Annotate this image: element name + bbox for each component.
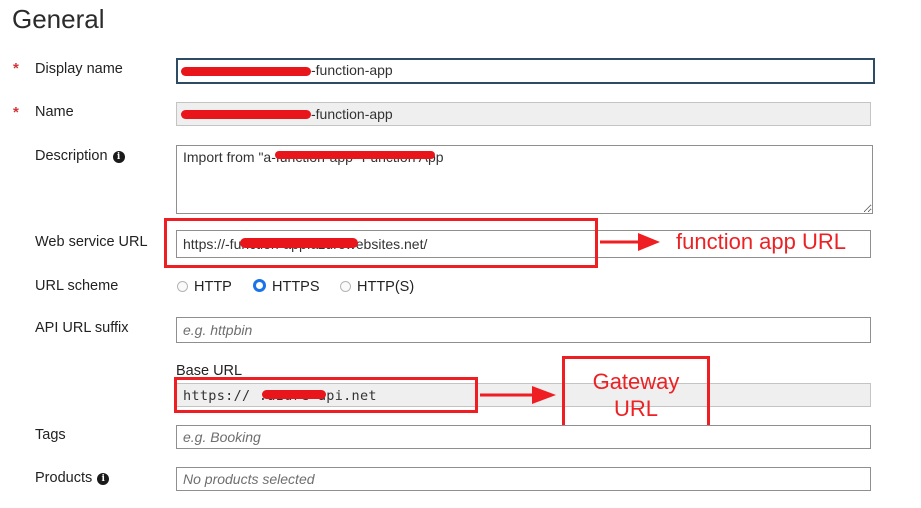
tags-placeholder: e.g. Booking — [183, 429, 261, 445]
products-label-text: Products — [35, 470, 93, 486]
radio-circle — [340, 281, 351, 292]
base-url-label: Base URL — [176, 363, 243, 379]
radio-http[interactable]: HTTP — [177, 279, 232, 295]
api-url-suffix-input[interactable]: e.g. httpbin — [176, 317, 871, 343]
name-value: -function-app — [311, 106, 393, 122]
redaction-mark — [262, 390, 326, 399]
info-icon[interactable]: i — [112, 151, 125, 163]
redaction-mark — [181, 67, 311, 76]
radio-http-s[interactable]: HTTP(S) — [340, 279, 414, 295]
api-url-suffix-placeholder: e.g. httpbin — [183, 322, 253, 338]
radio-http-label: HTTP — [194, 279, 232, 295]
display-name-label: Display name — [35, 61, 123, 77]
url-scheme-label: URL scheme — [35, 278, 119, 294]
radio-https[interactable]: HTTPS — [253, 279, 320, 295]
gateway-url-annotation: Gateway URL — [562, 368, 710, 422]
arrow-icon — [480, 386, 556, 404]
info-icon[interactable]: i — [97, 473, 110, 485]
web-service-url-label: Web service URL — [35, 234, 148, 250]
products-label: Products i — [35, 470, 110, 486]
gateway-url-annotation-line1: Gateway — [592, 369, 680, 394]
description-textarea[interactable] — [176, 145, 873, 214]
function-app-url-highlight-box — [164, 218, 598, 268]
radio-circle — [177, 281, 188, 292]
radio-http-s-label: HTTP(S) — [357, 279, 415, 295]
base-url-highlight-box — [174, 377, 478, 413]
description-label: Description i — [35, 148, 125, 164]
name-label: Name — [35, 104, 74, 120]
products-placeholder: No products selected — [183, 471, 315, 487]
products-input[interactable]: No products selected — [176, 467, 871, 491]
redaction-mark — [240, 238, 358, 248]
display-name-value: -function-app — [311, 62, 393, 78]
arrow-icon — [600, 233, 660, 251]
required-marker: * — [13, 60, 19, 77]
web-service-url-input[interactable]: https://-function-app.azurewebsites.net/ — [176, 230, 871, 258]
tags-label: Tags — [35, 427, 66, 443]
gateway-url-annotation-line2: URL — [613, 396, 658, 421]
description-label-text: Description — [35, 148, 108, 164]
page-title: General — [12, 4, 105, 34]
redaction-mark — [275, 151, 435, 159]
required-marker: * — [13, 104, 19, 121]
function-app-url-annotation: function app URL — [676, 229, 846, 254]
radio-circle-selected — [253, 279, 266, 292]
tags-input[interactable]: e.g. Booking — [176, 425, 871, 449]
api-url-suffix-label: API URL suffix — [35, 320, 129, 336]
radio-https-label: HTTPS — [272, 279, 320, 295]
redaction-mark — [181, 110, 311, 119]
